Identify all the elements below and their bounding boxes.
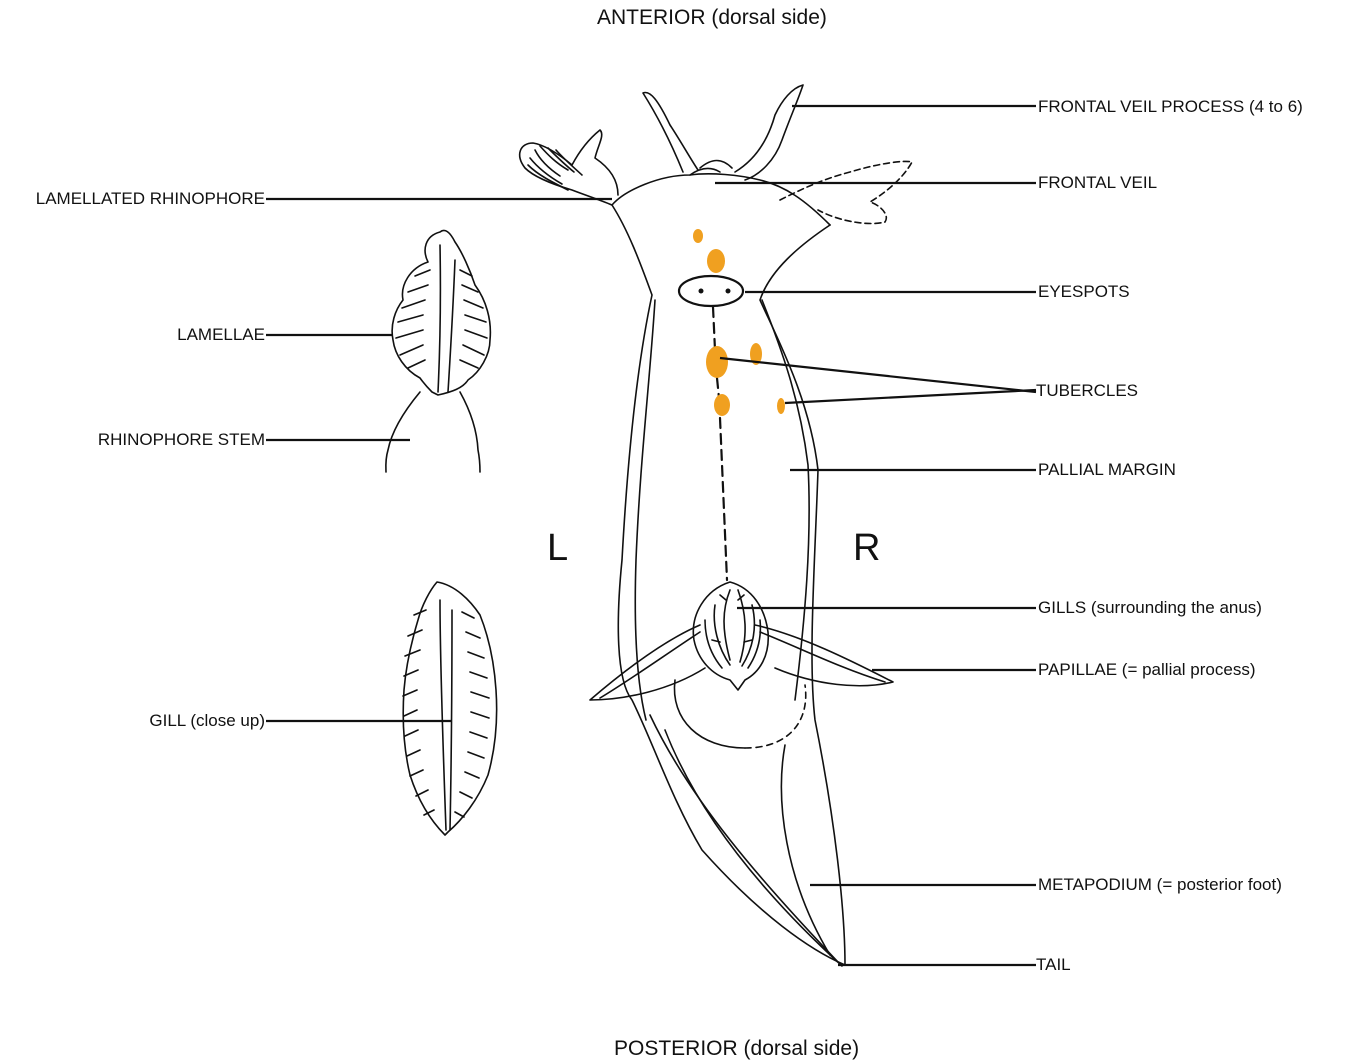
label-gill-close-up: GILL (close up) bbox=[149, 711, 265, 731]
label-frontal-veil: FRONTAL VEIL bbox=[1038, 173, 1157, 193]
label-rhinophore-stem: RHINOPHORE STEM bbox=[98, 430, 265, 450]
eyespot-ring bbox=[679, 276, 743, 306]
tubercle bbox=[714, 394, 730, 416]
papilla-right bbox=[755, 625, 893, 686]
leader-lines bbox=[266, 106, 1036, 965]
label-tail: TAIL bbox=[1036, 955, 1071, 975]
label-gills: GILLS (surrounding the anus) bbox=[1038, 598, 1262, 618]
tubercle bbox=[706, 346, 728, 378]
frontal-veil bbox=[612, 174, 830, 225]
body-outline bbox=[612, 205, 845, 965]
right-side-label: R bbox=[853, 527, 880, 570]
posterior-label: POSTERIOR (dorsal side) bbox=[614, 1037, 859, 1061]
gills-cluster bbox=[693, 582, 768, 690]
rhinophore-closeup bbox=[392, 230, 490, 395]
metapodium-line bbox=[650, 715, 838, 962]
anterior-label: ANTERIOR (dorsal side) bbox=[597, 6, 827, 30]
label-frontal-veil-process: FRONTAL VEIL PROCESS (4 to 6) bbox=[1038, 97, 1303, 117]
tubercle bbox=[707, 249, 725, 273]
label-tubercles: TUBERCLES bbox=[1036, 381, 1138, 401]
rhinophore-right-dashed bbox=[780, 161, 912, 223]
tubercle bbox=[777, 398, 785, 414]
rhinophore-stem bbox=[386, 392, 420, 472]
left-side-label: L bbox=[547, 527, 568, 570]
papilla-left bbox=[590, 625, 705, 700]
label-metapodium: METAPODIUM (= posterior foot) bbox=[1038, 875, 1282, 895]
label-papillae: PAPILLAE (= pallial process) bbox=[1038, 660, 1255, 680]
frontal-veil-process-left bbox=[643, 92, 698, 172]
tubercle bbox=[693, 229, 703, 243]
frontal-veil-process-right bbox=[735, 85, 803, 180]
label-lamellated-rhinophore: LAMELLATED RHINOPHORE bbox=[36, 189, 265, 209]
label-eyespots: EYESPOTS bbox=[1038, 282, 1130, 302]
label-lamellae: LAMELLAE bbox=[177, 325, 265, 345]
label-pallial-margin: PALLIAL MARGIN bbox=[1038, 460, 1176, 480]
